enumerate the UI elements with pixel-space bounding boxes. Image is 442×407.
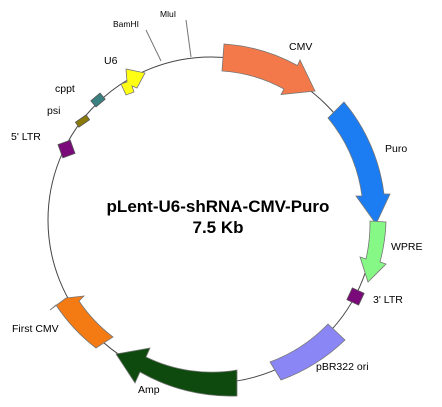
ltr3-feature-label: 3' LTR	[373, 294, 403, 306]
psi-feature-label: psi	[47, 105, 60, 117]
firstcmv-feature-label: First CMV	[12, 323, 59, 335]
u6-feature-label: U6	[104, 55, 118, 67]
mlui-site-line	[185, 19, 192, 58]
ltr3-feature-box	[346, 287, 365, 306]
cmv-feature-arrow	[221, 43, 316, 95]
ltr5-feature-label: 5' LTR	[11, 131, 41, 143]
puro-feature-arrow	[327, 101, 391, 225]
psi-feature-box	[74, 114, 91, 128]
mlui-site-label: MluI	[160, 9, 176, 19]
amp-feature-label: Amp	[138, 384, 160, 396]
wpre-feature-label: WPRE	[391, 241, 423, 253]
bamhi-site-label: BamHI	[113, 19, 139, 29]
amp-feature-arrow	[115, 347, 238, 397]
pbr322-feature-label: pBR322 ori	[316, 361, 369, 373]
plasmid-name: pLent-U6-shRNA-CMV-Puro	[107, 197, 330, 216]
bamhi-site-line	[145, 29, 162, 62]
pbr322-feature-block	[269, 323, 346, 381]
cppt-feature-label: cppt	[55, 83, 75, 95]
wpre-feature-arrow	[359, 220, 387, 283]
cmv-feature-label: CMV	[289, 41, 312, 53]
firstcmv-feature-arrow	[49, 295, 114, 349]
ltr5-feature-box	[57, 139, 76, 159]
u6-feature-arrow	[120, 68, 146, 96]
puro-feature-label: Puro	[385, 143, 407, 155]
plasmid-size: 7.5 Kb	[192, 218, 243, 237]
cppt-feature-box	[90, 92, 106, 108]
